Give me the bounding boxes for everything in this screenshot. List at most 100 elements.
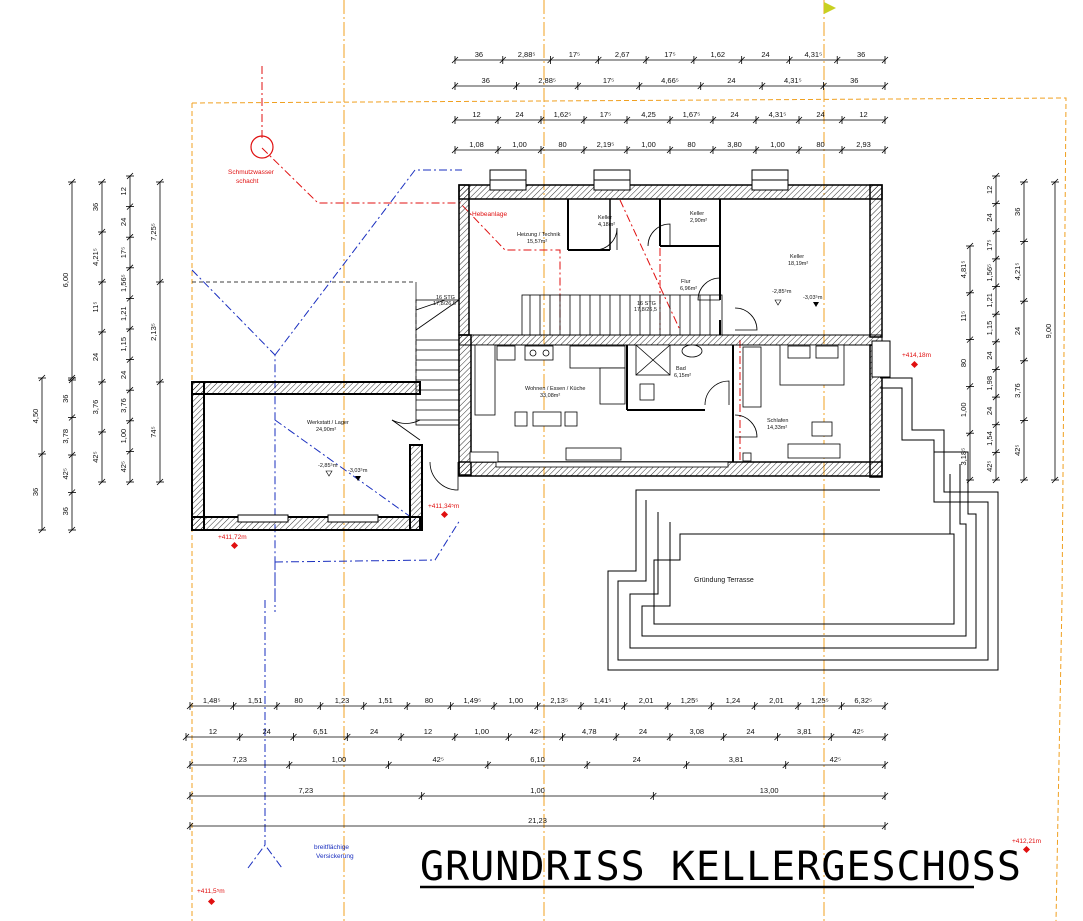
dim-bottom-1-label: 80 — [425, 696, 433, 705]
room-keller1-area: 4,18m² — [598, 222, 615, 228]
dim-bottom-1-label: 2,13⁵ — [550, 696, 568, 705]
dim-bottom-2-label: 24 — [746, 727, 754, 736]
dim-left-0-label: 6,00 — [61, 273, 70, 288]
dim-left-4-label: 1,15 — [119, 337, 128, 352]
dim-bottom-1-label: 1,24 — [726, 696, 741, 705]
dim-bottom-3-label: 24 — [633, 755, 641, 764]
drainage-lines — [191, 169, 462, 869]
dim-left-1-label: 36 — [31, 488, 40, 496]
dim-bottom-1-label: 1,48⁵ — [203, 696, 221, 705]
dim-top-1-label: 24 — [761, 50, 769, 59]
room-werkstatt: Werkstatt / Lager — [307, 420, 349, 426]
height-markers: +414,18m +411,34⁵m +411,72m +412,21m +41… — [197, 352, 1041, 906]
dim-right-1-label: 24 — [985, 351, 994, 359]
dim-right-2-label: 1,00 — [959, 402, 968, 417]
dim-top-3-label: 4,31⁵ — [769, 110, 787, 119]
dim-top-1-label: 36 — [857, 50, 865, 59]
height-marker-1: +414,18m — [902, 352, 931, 359]
dim-top-1-label: 17⁵ — [664, 50, 675, 59]
room-schlafen-area: 14,33m² — [767, 425, 787, 431]
dim-top-1-label: 1,62 — [710, 50, 725, 59]
room-flur: Flur — [681, 279, 691, 285]
level-keller-1: -2,85⁵m — [772, 288, 792, 295]
height-marker-4: +412,21m — [1012, 838, 1041, 845]
dim-left-3-label: 36 — [91, 203, 100, 211]
height-marker-5: +411,5⁵m — [197, 888, 225, 895]
height-marker-3: +411,72m — [218, 534, 247, 541]
dim-right-1-label: 1,98 — [985, 376, 994, 391]
dim-top-2-label: 24 — [727, 76, 735, 85]
dim-top-4-label: 1,00 — [770, 140, 785, 149]
dim-bottom-3-label: 7,23 — [232, 755, 247, 764]
dim-bottom-4-label: 13,00 — [760, 786, 779, 795]
label-schmutzwasser: Schmutzwasser — [228, 169, 275, 176]
dim-top-3-label: 12 — [859, 110, 867, 119]
dim-bottom-1-label: 1,49⁵ — [463, 696, 481, 705]
dim-top-3-label: 4,25 — [641, 110, 656, 119]
dim-right-3-label: 36 — [1013, 208, 1022, 216]
room-heizung: Heizung / Technik — [517, 232, 561, 238]
dim-right-3-label: 24 — [1013, 327, 1022, 335]
dim-left-5-label: 74⁵ — [149, 426, 158, 437]
dim-top-3-label: 17⁵ — [600, 110, 611, 119]
dim-top-4-label: 1,00 — [641, 140, 656, 149]
dim-right-2-label: 11⁵ — [959, 311, 968, 322]
dim-right-2-label: 80 — [959, 359, 968, 367]
dim-bottom-2-label: 3,81 — [797, 727, 812, 736]
dim-bottom-3-label: 6,10 — [530, 755, 545, 764]
dim-bottom-1-label: 1,00 — [508, 696, 523, 705]
dim-top-3-label: 24 — [816, 110, 824, 119]
dim-right-3-label: 42⁵ — [1013, 444, 1022, 455]
roof-outline — [192, 281, 417, 380]
dim-bottom-2-label: 3,08 — [690, 727, 705, 736]
room-wohnen-area: 33,08m² — [540, 393, 560, 399]
right-window — [871, 340, 891, 378]
dim-bottom-2-label: 6,51 — [313, 727, 328, 736]
room-labels: Heizung / Technik 15,57m² Keller 4,18m² … — [307, 211, 808, 433]
dim-right-1-label: 24 — [985, 213, 994, 221]
room-keller2: Keller — [690, 211, 704, 217]
dim-top-1-label: 36 — [475, 50, 483, 59]
dim-bottom-1-label: 6,32⁵ — [854, 696, 872, 705]
dim-top-1-label: 17⁵ — [569, 50, 580, 59]
dim-bottom-2-label: 24 — [262, 727, 270, 736]
dim-bottom-2-label: 12 — [209, 727, 217, 736]
dim-left-5-label: 7,25⁵ — [149, 223, 158, 241]
dim-bottom-4-label: 1,00 — [530, 786, 545, 795]
dim-left-3-label: 11⁵ — [91, 302, 100, 313]
label-stairs-2: 16 STG — [637, 301, 656, 307]
dim-left-2-label: 36 — [61, 395, 70, 403]
dim-top-4-label: 80 — [687, 140, 695, 149]
height-marker-2: +411,34⁵m — [428, 503, 459, 510]
dim-left-4-label: 17⁵ — [119, 247, 128, 258]
dim-top-3-label: 1,62⁵ — [554, 110, 572, 119]
room-heizung-area: 15,57m² — [527, 239, 547, 245]
dim-left-3-label: 4,21⁵ — [91, 248, 100, 266]
dim-left-4-label: 24 — [119, 218, 128, 226]
furniture — [474, 344, 845, 462]
dim-bottom-1-label: 1,41⁵ — [594, 696, 612, 705]
room-keller2-area: 2,90m² — [690, 218, 707, 224]
stairs-upper — [521, 294, 723, 336]
property-boundary — [191, 97, 1067, 921]
dim-top-4-label: 1,08 — [469, 140, 484, 149]
level-marks: -2,85⁵m -3,03⁵m -2,85⁵m -3,03⁵m — [318, 288, 823, 481]
room-keller3: Keller — [790, 254, 804, 260]
dim-bottom-2-label: 12 — [424, 727, 432, 736]
dim-left-4-label: 1,56⁵ — [119, 274, 128, 292]
dim-top-2-label: 2,88⁵ — [538, 76, 556, 85]
workshop-walls — [191, 381, 423, 531]
dim-top-4-label: 1,00 — [512, 140, 527, 149]
dim-top-3-label: 24 — [515, 110, 523, 119]
dim-top-2-label: 4,66⁵ — [661, 76, 679, 85]
dim-bottom-1-label: 1,51 — [378, 696, 393, 705]
dim-top-3-label: 12 — [472, 110, 480, 119]
dim-left-1-label: 4,50 — [31, 409, 40, 424]
label-gruendung: Gründung Terrasse — [694, 577, 754, 584]
dim-bottom-1-label: 2,01 — [639, 696, 654, 705]
dim-bottom-3-label: 42⁵ — [432, 755, 443, 764]
dim-bottom-1-label: 1,25⁵ — [681, 696, 699, 705]
room-schlafen: Schlafen — [767, 418, 788, 424]
